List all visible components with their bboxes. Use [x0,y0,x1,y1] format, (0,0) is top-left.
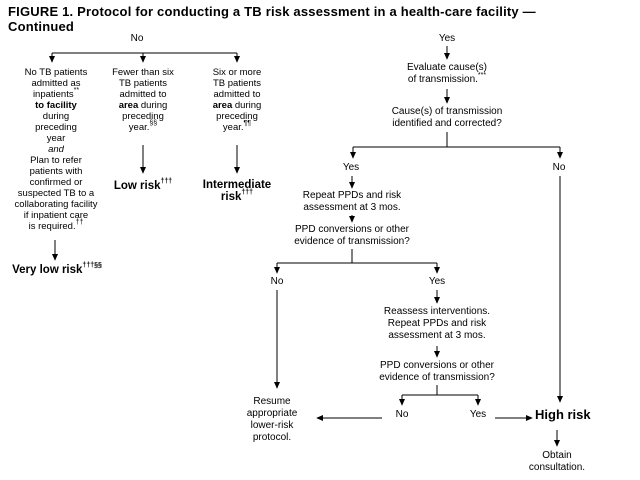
criteria-line: inpatients** [32,86,80,100]
criteria-line: TB patients [212,78,262,89]
ppd2-yes-label: Yes [469,409,487,420]
ppd1-no-label: No [270,276,284,287]
result-intermediate-risk: Intermediate risk††† [202,179,272,203]
criteria-line: No TB patients [24,67,88,78]
criteria-line: collaborating facility [14,199,98,210]
criteria-line: suspected TB to a [17,188,95,199]
criteria-line: Plan to refer [30,155,82,166]
footnote-marker: *** [477,71,487,79]
criteria-line: if inpatient care [23,210,89,221]
footnote-marker: ¶¶ [243,119,252,127]
result-very-low-risk: Very low risk†††§§ [12,262,102,276]
footnote-marker: ††† [160,178,173,186]
criteria-line: is required.†† [28,218,84,232]
criteria-line-italic: and [48,144,64,155]
criteria-line: admitted to [119,89,167,100]
criteria-line: year.¶¶ [222,119,252,133]
step-obtain-consultation: Obtain consultation. [528,450,586,473]
step-evaluate-causes: Evaluate cause(s) of transmission.*** [406,62,488,85]
footnote-marker: §§ [149,119,158,127]
footnote-marker: †††§§ [82,262,102,270]
criteria-line-bold: to facility [35,100,77,111]
criteria-line: area during [212,100,262,111]
step-reassess-interventions: Reassess interventions. Repeat PPDs and … [383,306,491,341]
no-branch-label: No [130,33,144,44]
result-low-risk: Low risk††† [113,178,173,192]
footnote-marker: ** [73,86,80,94]
footnote-marker: ††† [241,189,254,197]
criteria-line: TB patients [118,78,168,89]
cause-yes-label: Yes [342,162,360,173]
question-ppd-conversions-2: PPD conversions or other evidence of tra… [379,360,495,383]
step-repeat-ppd: Repeat PPDs and risk assessment at 3 mos… [302,190,402,213]
criteria-line: preceding [35,122,77,133]
criteria-very-low-risk: No TB patients admitted as inpatients** … [15,67,98,232]
ppd2-no-label: No [395,409,409,420]
criteria-line: preceding [122,111,164,122]
cause-no-label: No [552,162,566,173]
criteria-line: year [46,133,66,144]
figure-title-line1: FIGURE 1. Protocol for conducting a TB r… [8,4,536,19]
criteria-line: Six or more [212,67,262,78]
figure-title-line2: Continued [8,19,75,34]
question-cause-identified: Cause(s) of transmission identified and … [391,106,503,129]
question-ppd-conversions-1: PPD conversions or other evidence of tra… [294,224,410,247]
criteria-line: Fewer than six [112,67,174,78]
criteria-line: during [42,111,70,122]
result-high-risk: High risk [535,407,591,422]
criteria-line: area during [118,100,168,111]
step-resume-lower-risk-protocol: Resume appropriate lower-risk protocol. [246,396,298,443]
criteria-line: preceding [216,111,258,122]
criteria-line: year.§§ [128,119,158,133]
ppd1-yes-label: Yes [428,276,446,287]
criteria-line: patients with [29,166,83,177]
criteria-line: confirmed or [29,177,83,188]
criteria-intermediate-risk: Six or more TB patients admitted to area… [213,67,262,133]
criteria-line: admitted as [31,78,81,89]
yes-branch-label: Yes [438,33,456,44]
footnote-marker: †† [75,218,84,226]
criteria-line: admitted to [213,89,261,100]
figure-title: FIGURE 1. Protocol for conducting a TB r… [8,4,632,34]
criteria-low-risk: Fewer than six TB patients admitted to a… [112,67,174,133]
